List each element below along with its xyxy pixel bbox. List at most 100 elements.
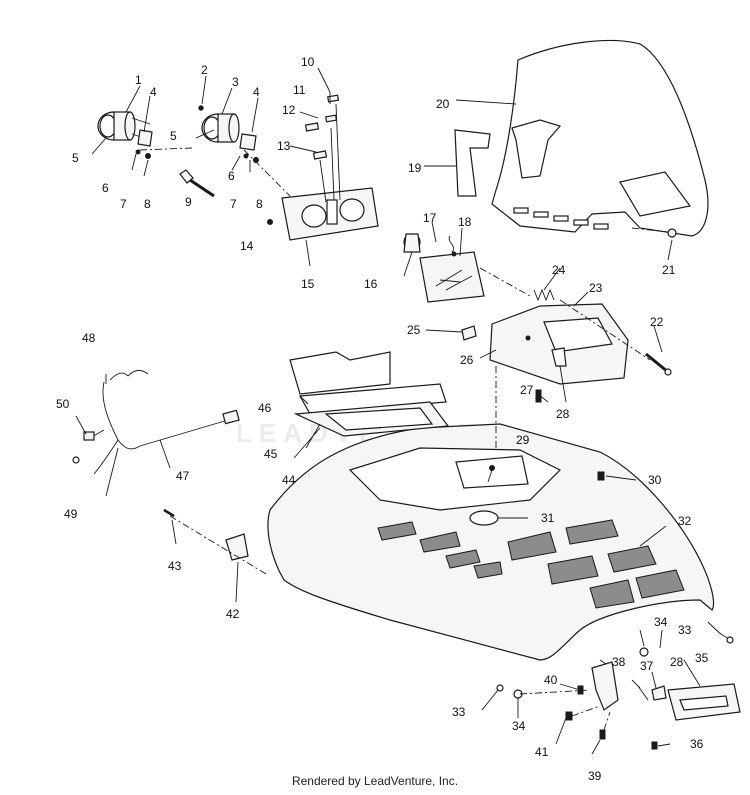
hood-screw-43[interactable] — [163, 508, 175, 518]
callout-6a: 6 — [102, 181, 109, 195]
callout-40: 40 — [544, 673, 558, 687]
callout-41: 41 — [535, 745, 549, 759]
callout-46: 46 — [258, 401, 272, 415]
latch-screw-41[interactable] — [565, 711, 573, 721]
callout-5b: 5 — [170, 129, 177, 143]
pod-clip[interactable] — [461, 325, 477, 341]
callout-49: 49 — [64, 507, 78, 521]
switch-parts[interactable] — [304, 94, 340, 160]
callout-22: 22 — [650, 315, 664, 329]
hood[interactable] — [267, 423, 715, 661]
hood-grommet-34[interactable] — [496, 684, 523, 699]
callout-39: 39 — [588, 769, 602, 783]
callout-5a: 5 — [72, 151, 79, 165]
gauge-left-washer[interactable] — [135, 149, 141, 155]
callout-20: 20 — [436, 97, 450, 111]
callout-48: 48 — [82, 331, 96, 345]
gauge-left[interactable] — [97, 111, 153, 147]
callout-3: 3 — [232, 75, 239, 89]
headlight-bulb[interactable] — [403, 233, 421, 253]
callout-12: 12 — [282, 103, 296, 117]
panel-screw[interactable] — [267, 219, 273, 225]
callout-16: 16 — [364, 277, 378, 291]
hood-screw-30[interactable] — [597, 471, 605, 481]
callout-9: 9 — [185, 195, 192, 209]
hood-gasket[interactable] — [293, 401, 450, 437]
callout-32: 32 — [678, 514, 692, 528]
callout-25: 25 — [407, 323, 421, 337]
callout-24: 24 — [552, 263, 566, 277]
plate-screw-36[interactable] — [651, 741, 658, 750]
callout-2: 2 — [201, 63, 208, 77]
windshield-screw[interactable] — [667, 228, 677, 238]
hood-stud-33[interactable] — [639, 647, 649, 657]
hood-bracket-42[interactable] — [225, 533, 249, 561]
callout-17: 17 — [423, 211, 437, 225]
callout-28b: 28 — [670, 655, 684, 669]
hood-tether[interactable] — [707, 621, 734, 644]
hood-vents — [377, 519, 685, 609]
callout-14: 14 — [240, 239, 254, 253]
latch-spring-37[interactable] — [637, 685, 649, 701]
callout-45: 45 — [264, 447, 278, 461]
callout-42: 42 — [226, 607, 240, 621]
callout-13: 13 — [277, 139, 291, 153]
gauge-right-washer[interactable] — [243, 153, 249, 159]
callout-21: 21 — [662, 263, 676, 277]
headlight-pod[interactable] — [489, 303, 629, 385]
spring[interactable] — [533, 288, 555, 302]
callout-8a: 8 — [144, 197, 151, 211]
callout-18: 18 — [458, 215, 472, 229]
callout-11: 11 — [293, 83, 306, 97]
callout-28a: 28 — [556, 407, 570, 421]
hood-latch-38[interactable] — [591, 661, 619, 711]
callout-33b: 33 — [452, 705, 466, 719]
callout-29: 29 — [516, 433, 530, 447]
callout-8b: 8 — [256, 197, 263, 211]
callout-37: 37 — [640, 659, 654, 673]
gauge-light-bulb[interactable] — [198, 105, 204, 111]
callout-34a: 34 — [654, 615, 668, 629]
gauge-left-nut[interactable] — [145, 153, 151, 159]
callout-27: 27 — [520, 383, 534, 397]
callout-47: 47 — [176, 469, 190, 483]
callout-1: 1 — [135, 73, 142, 87]
callout-4b: 4 — [253, 85, 260, 99]
callout-36: 36 — [690, 737, 704, 751]
hood-screw-29[interactable] — [489, 465, 495, 471]
windshield[interactable] — [454, 39, 709, 237]
latch-screw-39[interactable] — [599, 729, 606, 740]
callout-38: 38 — [612, 655, 626, 669]
latch-plate-35[interactable] — [667, 683, 741, 721]
callout-6b: 6 — [228, 169, 235, 183]
callout-7a: 7 — [120, 197, 127, 211]
hood-seal[interactable] — [299, 383, 447, 415]
callout-31: 31 — [541, 511, 555, 525]
wiring-harness[interactable] — [72, 369, 240, 475]
latch-clip-28[interactable] — [651, 685, 667, 701]
insulation-sheet[interactable] — [289, 351, 391, 395]
speedometer-cable[interactable] — [179, 169, 215, 198]
gauge-panel[interactable] — [281, 187, 379, 241]
callout-15: 15 — [301, 277, 315, 291]
windshield-vents — [513, 207, 609, 230]
callout-19: 19 — [408, 161, 422, 175]
pod-rivet[interactable] — [525, 335, 531, 341]
callout-33a: 33 — [678, 623, 692, 637]
footer-credit: Rendered by LeadVenture, Inc. — [291, 774, 459, 788]
callout-7b: 7 — [230, 197, 237, 211]
callout-23: 23 — [589, 281, 603, 295]
callout-43: 43 — [168, 559, 182, 573]
callout-4a: 4 — [150, 85, 157, 99]
callout-26: 26 — [460, 353, 474, 367]
headlight-housing[interactable] — [419, 251, 485, 303]
callout-44: 44 — [282, 473, 296, 487]
callout-34b: 34 — [512, 719, 526, 733]
gauge-right[interactable] — [201, 113, 257, 151]
callout-50: 50 — [56, 397, 70, 411]
callout-10: 10 — [301, 55, 315, 69]
pod-bolt-22[interactable] — [645, 352, 672, 376]
callout-35: 35 — [695, 651, 709, 665]
callout-30: 30 — [648, 473, 662, 487]
